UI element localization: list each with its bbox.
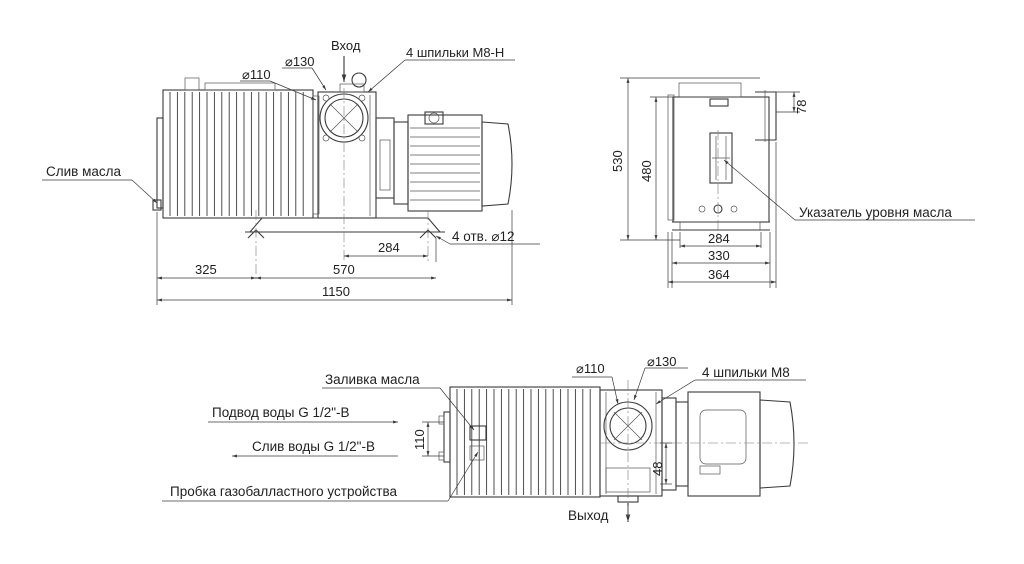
dim-value-330: 330 [708, 248, 730, 263]
dim-value-top-110: 110 [412, 429, 427, 450]
label-side-diameter-110: ⌀110 [242, 67, 271, 82]
motor-ribs [410, 127, 480, 201]
dim-value-364: 364 [708, 267, 730, 282]
label-water-drain: Слив воды G 1/2"-B [252, 439, 375, 454]
dim-value-570: 570 [333, 262, 355, 277]
label-inlet: Вход [331, 38, 361, 53]
dim-value-284: 284 [378, 240, 400, 255]
side-fin-block [162, 89, 314, 219]
label-side-diameter-130: ⌀130 [285, 54, 315, 69]
label-top-diameter-130: ⌀130 [647, 354, 677, 369]
top-view: ⌀110 ⌀130 4 шпильки M8 Заливка масла Под… [162, 354, 808, 523]
dim-value-480: 480 [639, 160, 654, 182]
side-fins [169, 92, 304, 216]
label-holes: 4 отв. ⌀12 [452, 229, 514, 244]
end-body [672, 96, 770, 223]
end-view: 530 480 78 284 330 364 Указатель уровня … [610, 77, 975, 288]
label-gas-ballast: Пробка газобалластного устройства [170, 484, 397, 499]
label-oil-drain: Слив масла [46, 164, 122, 179]
side-motor-body [407, 114, 483, 212]
dim-value-325: 325 [195, 262, 217, 277]
top-fins [456, 389, 591, 495]
label-oil-fill: Заливка масла [325, 372, 420, 387]
top-motor-body [687, 391, 761, 497]
label-outlet: Выход [568, 508, 609, 523]
dim-value-1150: 1150 [322, 284, 350, 299]
side-view: Вход ⌀130 ⌀110 4 шпильки M8-H Слив масла… [42, 38, 540, 305]
oil-drain-boss [152, 199, 162, 211]
oil-level-window [709, 132, 733, 184]
side-motor-fan-cover [481, 121, 513, 207]
dim-value-48: 48 [650, 462, 665, 476]
dim-value-end-284: 284 [708, 231, 730, 246]
label-water-supply: Подвод воды G 1/2"-B [212, 405, 350, 420]
top-fin-block [449, 386, 601, 498]
label-side-studs: 4 шпильки M8-H [406, 45, 504, 60]
label-top-diameter-110: ⌀110 [576, 361, 605, 376]
label-oil-level-indicator: Указатель уровня масла [799, 205, 952, 220]
dim-value-78: 78 [794, 100, 809, 114]
dim-value-530: 530 [610, 150, 625, 172]
label-top-studs: 4 шпильки M8 [702, 365, 790, 380]
